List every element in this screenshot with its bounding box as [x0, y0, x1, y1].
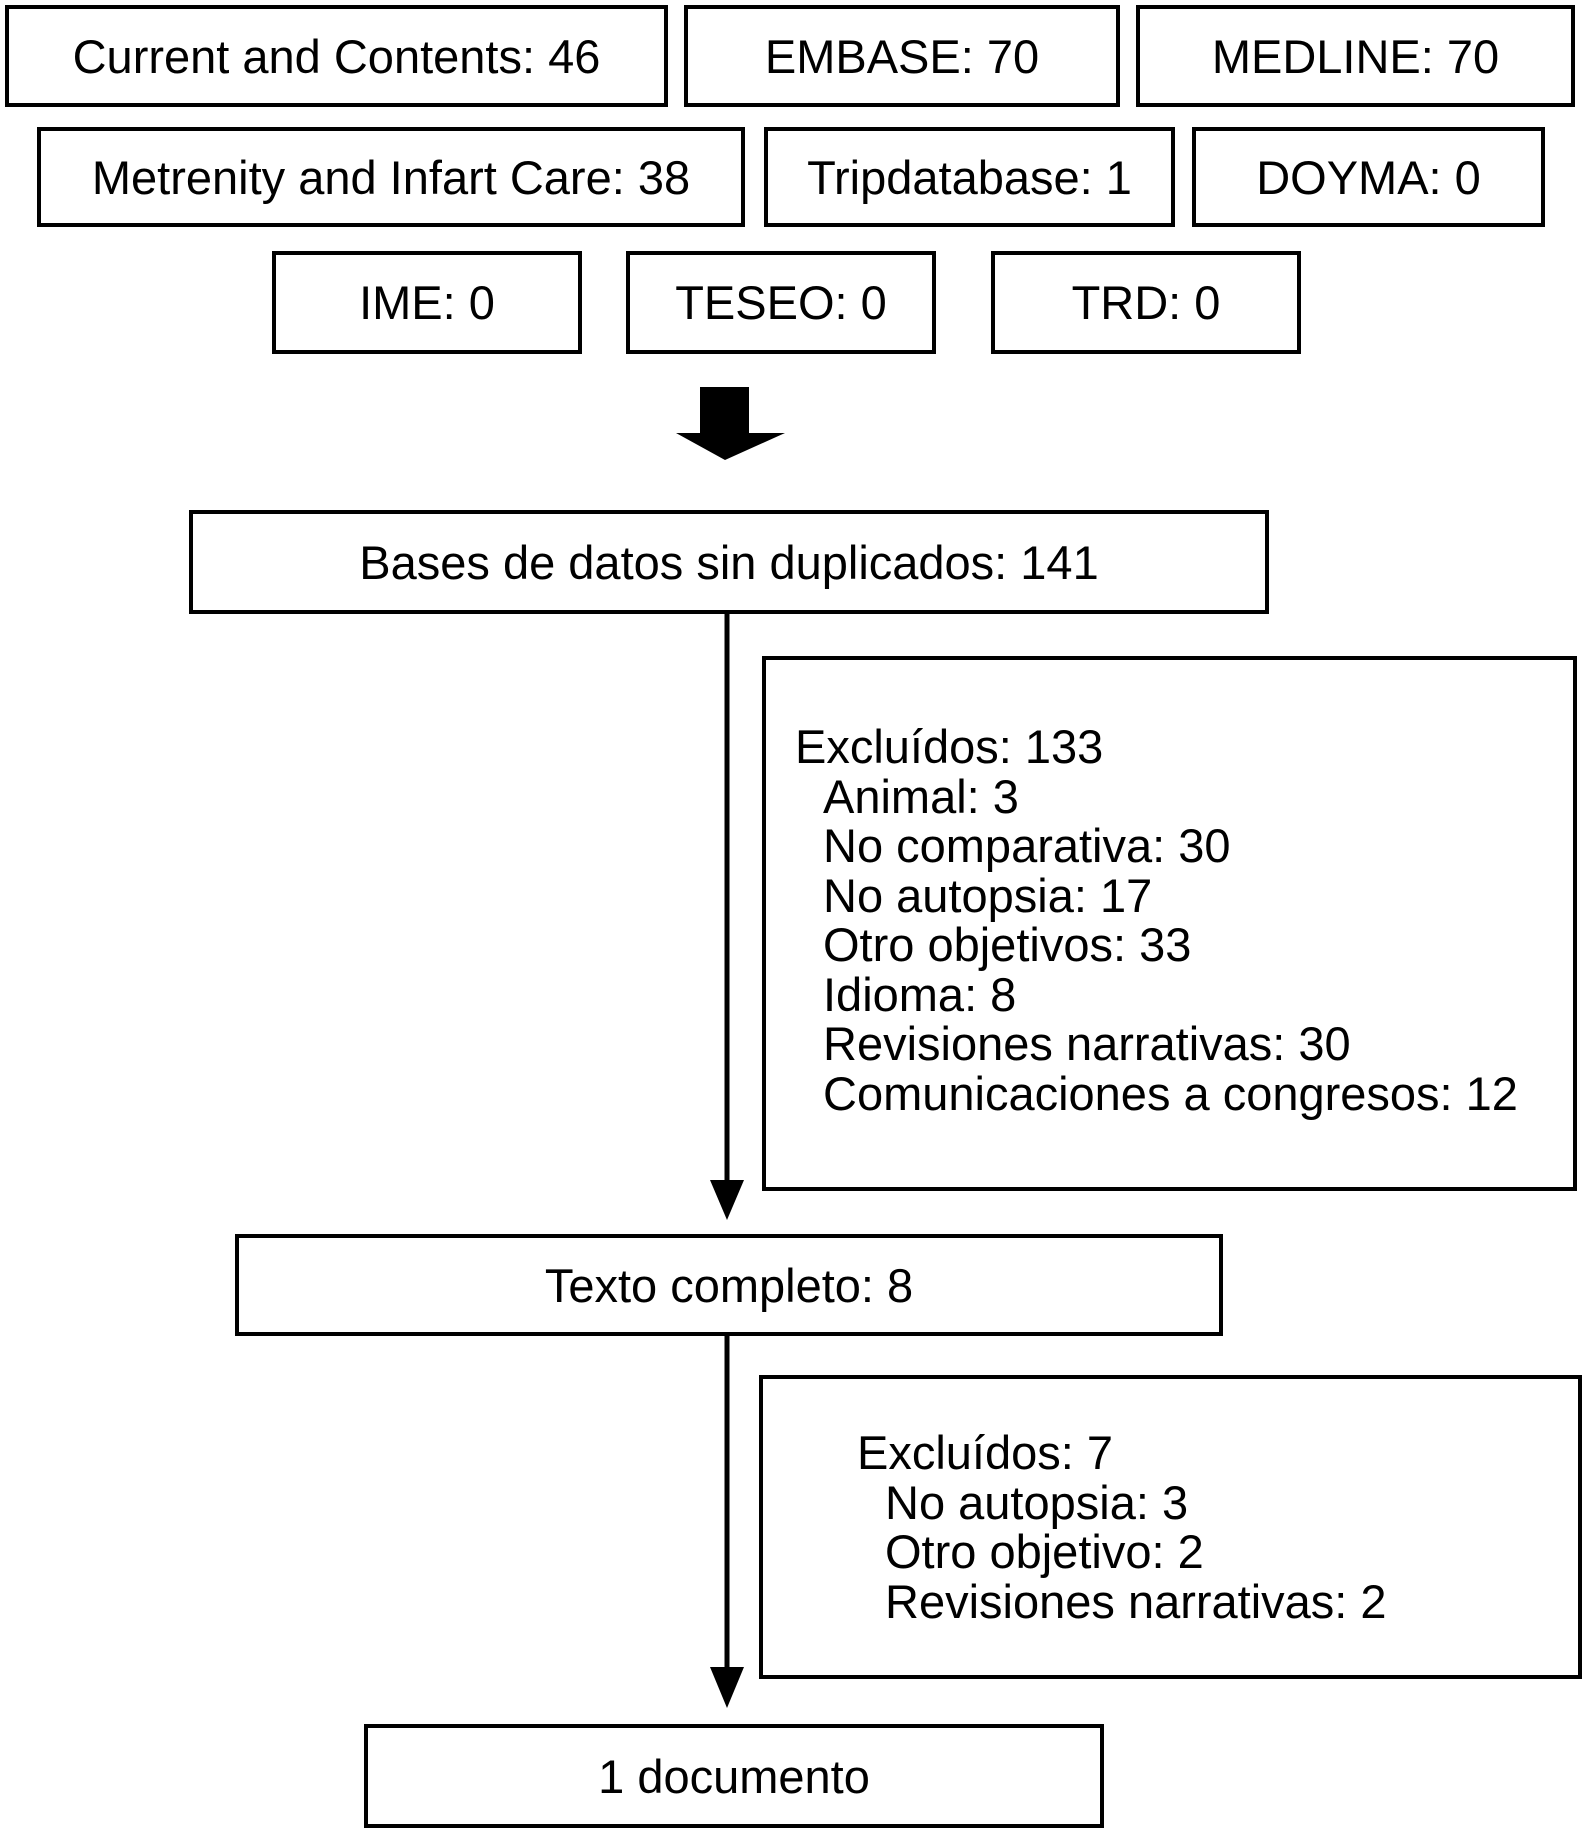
- exclusion-box-2: Excluídos: 7 No autopsia: 3 Otro objetiv…: [759, 1375, 1582, 1679]
- source-label: TRD: 0: [1071, 276, 1221, 329]
- exclusion-item: Revisiones narrativas: 30: [823, 1017, 1351, 1070]
- source-label: Metrenity and Infart Care: 38: [91, 150, 691, 204]
- source-box-doyma: DOYMA: 0: [1192, 127, 1545, 227]
- exclusion-item: Otro objetivo: 2: [885, 1525, 1204, 1578]
- step-box-full-text: Texto completo: 8: [235, 1234, 1223, 1336]
- source-box-trd: TRD: 0: [991, 251, 1301, 354]
- step-box-deduplicated: Bases de datos sin duplicados: 141: [189, 510, 1269, 614]
- source-box-teseo: TESEO: 0: [626, 251, 936, 354]
- source-box-maternity-infant-care: Metrenity and Infart Care: 38: [37, 127, 745, 227]
- exclusion-box-1: Excluídos: 133 Animal: 3 No comparativa:…: [762, 656, 1577, 1191]
- exclusion-heading: Excluídos: 133: [795, 720, 1104, 773]
- source-box-current-contents: Current and Contents: 46: [5, 5, 668, 107]
- exclusion-item: Revisiones narrativas: 2: [885, 1574, 1387, 1628]
- source-box-ime: IME: 0: [272, 251, 582, 354]
- source-label: MEDLINE: 70: [1211, 29, 1500, 83]
- source-label: Tripdatabase: 1: [807, 150, 1132, 204]
- exclusion-heading: Excluídos: 7: [857, 1426, 1114, 1479]
- exclusion-item: Idioma: 8: [823, 967, 1017, 1021]
- arrowhead-1: [710, 1180, 744, 1220]
- step-label: Bases de datos sin duplicados: 141: [359, 535, 1099, 589]
- step-label: 1 documento: [598, 1749, 870, 1803]
- source-box-embase: EMBASE: 70: [684, 5, 1120, 107]
- arrowhead-2: [710, 1667, 744, 1708]
- source-label: Current and Contents: 46: [72, 29, 601, 83]
- exclusion-item: Comunicaciones a congresos: 12: [823, 1066, 1518, 1120]
- big-down-arrow: [676, 387, 785, 460]
- step-box-final: 1 documento: [364, 1724, 1104, 1828]
- source-label: TESEO: 0: [675, 276, 887, 329]
- step-label: Texto completo: 8: [544, 1258, 914, 1312]
- source-label: EMBASE: 70: [764, 29, 1040, 83]
- source-label: DOYMA: 0: [1256, 150, 1481, 204]
- source-label: IME: 0: [359, 276, 495, 329]
- source-box-tripdatabase: Tripdatabase: 1: [764, 127, 1175, 227]
- source-box-medline: MEDLINE: 70: [1136, 5, 1575, 107]
- exclusion-item: No comparativa: 30: [823, 819, 1231, 872]
- exclusion-item: Animal: 3: [823, 769, 1019, 823]
- exclusion-item: Otro objetivos: 33: [823, 918, 1192, 971]
- exclusion-item: No autopsia: 17: [823, 868, 1153, 922]
- exclusion-item: No autopsia: 3: [885, 1475, 1189, 1529]
